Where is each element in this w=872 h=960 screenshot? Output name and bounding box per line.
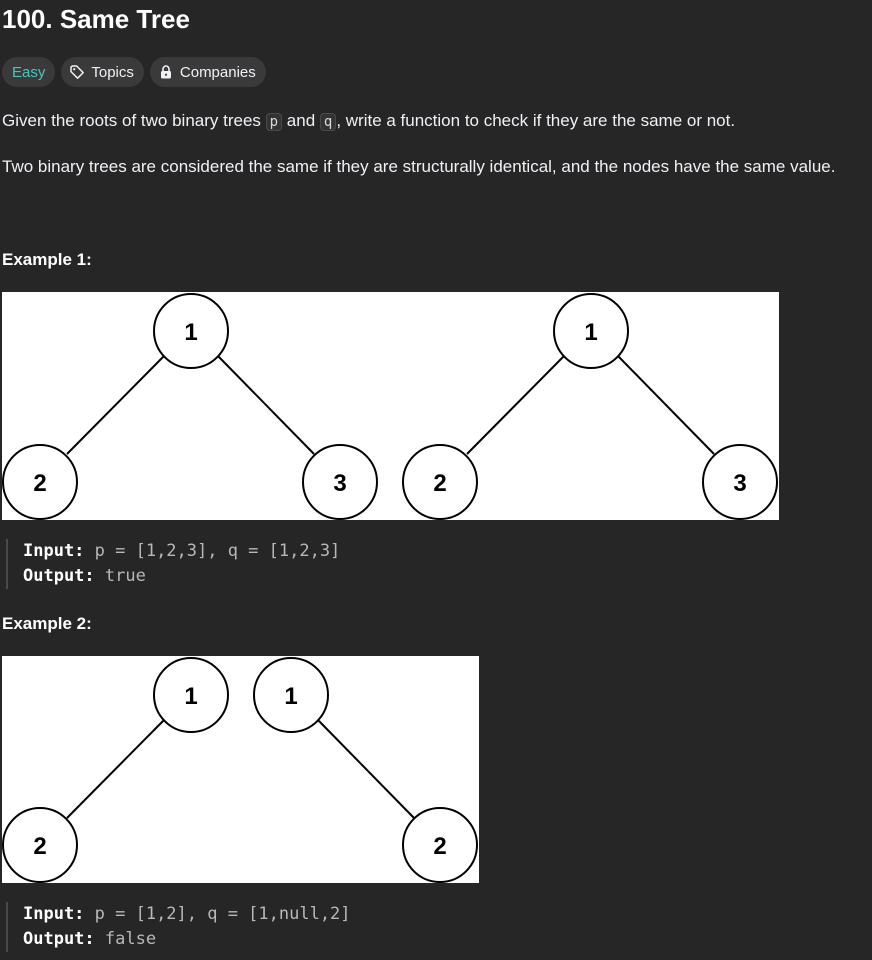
- input-value: p = [1,2], q = [1,null,2]: [84, 904, 351, 924]
- lock-icon: [158, 64, 174, 80]
- example-1-io-block: Input: p = [1,2,3], q = [1,2,3] Output: …: [6, 539, 340, 589]
- inline-code-p: p: [265, 113, 283, 131]
- tree-node-label: 2: [33, 470, 46, 497]
- description-paragraph-1: Given the roots of two binary trees p an…: [2, 109, 735, 134]
- tag-icon: [69, 64, 85, 80]
- output-label: Output:: [23, 929, 95, 949]
- problem-title: 100. Same Tree: [2, 4, 190, 34]
- description-paragraph-2: Two binary trees are considered the same…: [2, 157, 836, 176]
- inline-code-q: q: [319, 113, 337, 131]
- description-text: Given the roots of two binary trees: [2, 111, 266, 130]
- tree-node-label: 1: [184, 683, 197, 710]
- difficulty-badge: Easy: [2, 57, 56, 87]
- tree-node-label: 1: [184, 319, 197, 346]
- example-1-heading: Example 1:: [2, 250, 92, 269]
- problem-tags: Easy Topics Companies: [2, 57, 266, 87]
- description-text: , write a function to check if they are …: [336, 111, 736, 130]
- example-2-io-block: Input: p = [1,2], q = [1,null,2] Output:…: [6, 902, 351, 952]
- input-label: Input:: [23, 541, 85, 561]
- output-label: Output:: [23, 566, 95, 586]
- difficulty-label: Easy: [12, 63, 46, 81]
- input-value: p = [1,2,3], q = [1,2,3]: [84, 541, 341, 561]
- tree-node-label: 2: [33, 833, 46, 860]
- topics-button[interactable]: Topics: [61, 57, 144, 87]
- example-1-tree-image: 1 2 3 1 2 3: [2, 292, 779, 520]
- tree-node-label: 2: [433, 833, 446, 860]
- example-2-tree-image: 1 2 1 2: [2, 656, 479, 883]
- tree-node-label: 3: [333, 470, 346, 497]
- companies-label: Companies: [179, 63, 256, 81]
- tree-node-label: 1: [584, 319, 597, 346]
- tree-node-label: 2: [433, 470, 446, 497]
- output-value: true: [94, 566, 146, 586]
- tree-node-label: 1: [284, 683, 297, 710]
- output-value: false: [94, 929, 157, 949]
- example-2-heading: Example 2:: [2, 614, 92, 633]
- topics-label: Topics: [91, 63, 134, 81]
- description-text: and: [282, 111, 320, 130]
- tree-node-label: 3: [733, 470, 746, 497]
- input-label: Input:: [23, 904, 85, 924]
- companies-button[interactable]: Companies: [149, 57, 266, 87]
